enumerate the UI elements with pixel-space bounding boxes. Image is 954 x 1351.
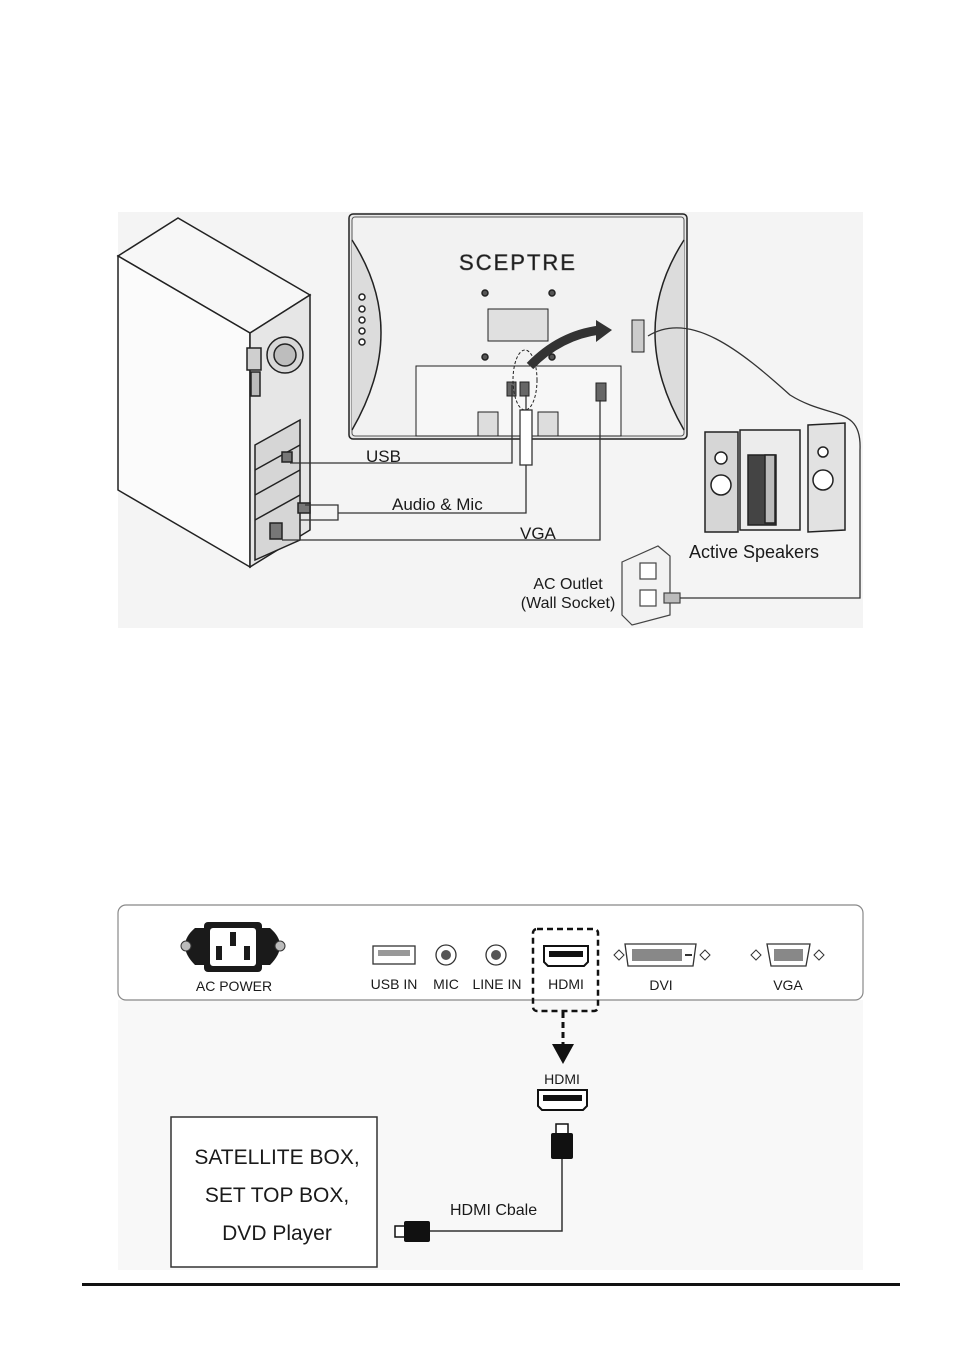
wall-socket-label: (Wall Socket) [521, 595, 616, 612]
hdmi-connector-icon [538, 1090, 587, 1110]
active-speakers-illustration [705, 423, 845, 532]
audio-mic-label: Audio & Mic [392, 495, 483, 514]
vga-port-label: VGA [773, 977, 803, 993]
monitor-back-illustration [349, 214, 687, 439]
audio-cable-sleeve [520, 410, 532, 465]
brand-logo-text: SCEPTRE [459, 250, 577, 275]
line-in-jack-icon [486, 945, 506, 965]
hdmi-cable-label: HDMI Cbale [450, 1202, 537, 1219]
source-line-dvd: DVD Player [222, 1222, 332, 1245]
source-line-set-top-box: SET TOP BOX, [205, 1184, 349, 1207]
ac-power-socket-icon [181, 922, 285, 972]
hdmi-port-icon [544, 946, 588, 966]
mic-label: MIC [433, 976, 459, 992]
active-speakers-label: Active Speakers [689, 542, 819, 562]
usb-label: USB [366, 447, 401, 466]
line-in-label: LINE IN [472, 976, 521, 992]
usb-in-label: USB IN [371, 976, 418, 992]
ac-power-label: AC POWER [196, 978, 272, 994]
dvi-label: DVI [649, 977, 672, 993]
ac-outlet-label: AC Outlet [533, 576, 603, 593]
footer-rule [82, 1283, 900, 1286]
vga-label: VGA [520, 524, 557, 543]
hdmi-port-label: HDMI [548, 976, 584, 992]
source-line-satellite: SATELLITE BOX, [194, 1146, 359, 1169]
hdmi-connector-label: HDMI [544, 1071, 580, 1087]
mic-jack-icon [436, 945, 456, 965]
usb-in-port-icon [373, 946, 415, 964]
pc-connection-diagram: SCEPTRE U [118, 212, 863, 628]
hdmi-connection-diagram: AC POWER USB IN MIC LINE IN HDMI DVI VGA… [118, 905, 863, 1270]
